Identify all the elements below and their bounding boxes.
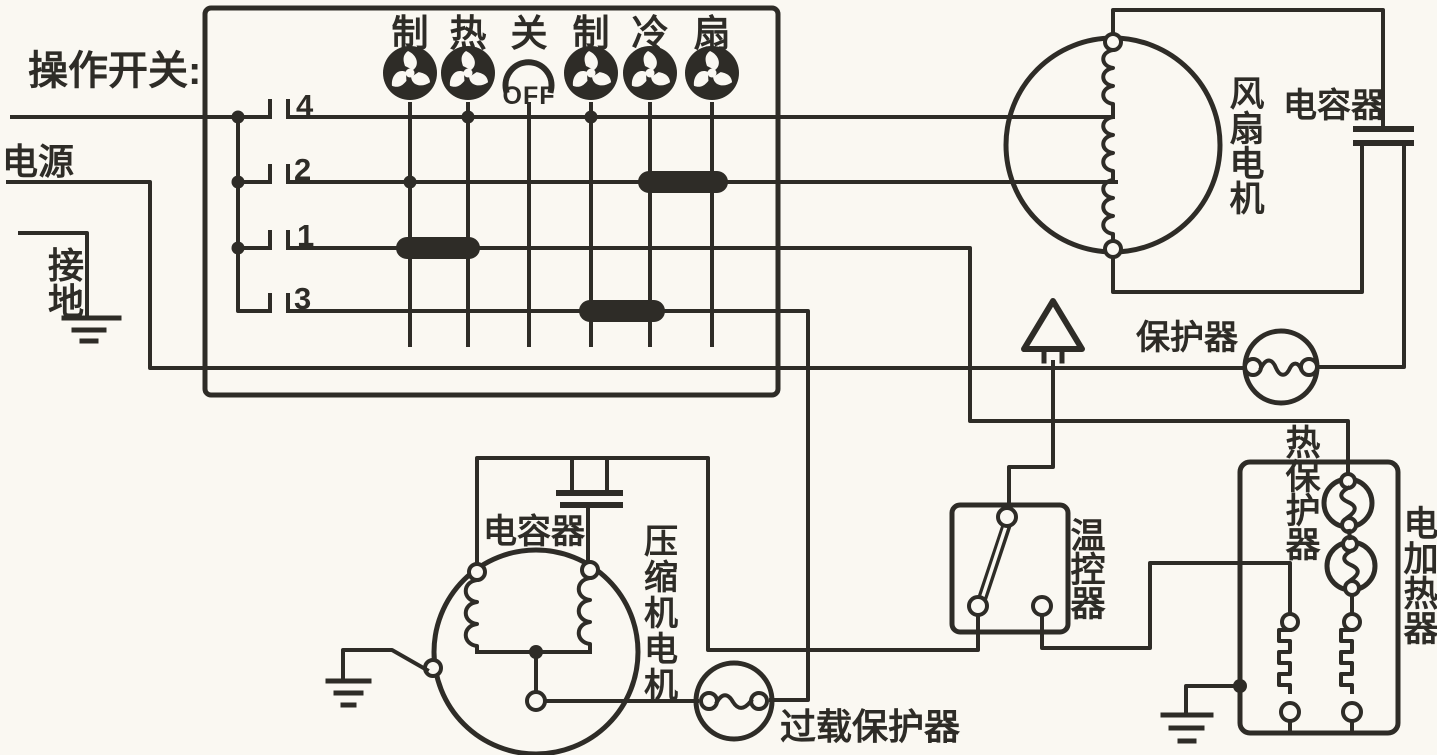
wire-fan-top-to-capacitor: [1111, 8, 1385, 131]
wire-compressor-ground: [341, 648, 430, 681]
thermal-protector-label: 热保护器: [1285, 424, 1321, 565]
fan-mode-icon: [441, 46, 495, 100]
capacitor-stubs: [570, 456, 609, 564]
fan-motor-label: 风扇电机: [1229, 75, 1264, 219]
contact-number-3: 3: [294, 281, 311, 316]
fan-motor-body: [1003, 35, 1223, 255]
element-terminal: [1280, 612, 1300, 632]
power-input: 操作开关: 电源 接地: [2, 49, 1247, 370]
connection-arrow-icon: [1021, 298, 1085, 352]
fan-capacitor-symbol: [1353, 126, 1414, 146]
element-terminal: [1279, 701, 1301, 723]
fan-motor-circuit: 风扇电机 电容器 保护器: [1003, 8, 1414, 406]
protector-terminal: [1299, 357, 1319, 377]
electric-heater-circuit: 热保护器 电加热器: [1160, 424, 1437, 744]
junction-dot: [231, 241, 245, 255]
contact-bar-row2: [638, 171, 728, 193]
thermostat-terminal-right: [1031, 595, 1053, 617]
wire-compressor-top: [475, 456, 980, 652]
wire-row1-to-heater: [286, 246, 1350, 481]
junction-dot: [403, 175, 417, 189]
heating-element: [1339, 628, 1354, 694]
compressor-terminal: [580, 560, 600, 580]
contact-bus: [236, 115, 272, 313]
fan-motor-terminal-bottom: [1103, 239, 1123, 259]
wire-earth-lead: [18, 231, 89, 319]
thermostat-lever-inner: [980, 521, 1009, 601]
protector-terminal: [1343, 579, 1361, 597]
wire-capacitor-to-protector: [1315, 141, 1406, 369]
junction-dot: [461, 110, 475, 124]
switch-matrix-columns: [408, 102, 714, 347]
thermostat-terminal-top: [996, 506, 1018, 528]
compressor-circuit: 电容器 压缩机电机 过载保护器: [325, 456, 980, 755]
compressor-terminal: [467, 562, 487, 582]
operation-switch-label: 操作开关:: [28, 49, 201, 93]
compressor-main-winding: [463, 577, 480, 654]
fan-capacitor-label: 电容器: [1283, 87, 1386, 125]
wire-row3-to-overload-protector: [286, 309, 810, 702]
element-terminal: [1341, 701, 1363, 723]
heater-enclosure: [1237, 459, 1401, 736]
compressor-capacitor-symbol: [556, 490, 623, 508]
earth-ground-symbol: [1160, 712, 1214, 744]
earth-ground-symbol: [61, 315, 122, 344]
operation-switch-panel: 制 热 关 制 冷 扇 OFF: [202, 5, 1350, 702]
junction-dot: [584, 110, 598, 124]
power-source-label: 电源: [2, 141, 74, 182]
off-arc-icon: [502, 59, 555, 94]
protector-element: [1258, 358, 1304, 377]
switch-contacts: [268, 99, 290, 313]
switch-panel-border: [202, 5, 781, 398]
overload-protector-label: 过载保护器: [780, 706, 961, 747]
protector-link: [1346, 528, 1353, 541]
compressor-capacitor-label: 电容器: [483, 513, 586, 551]
protector-terminal: [699, 691, 719, 711]
contact-bar-row1: [396, 237, 480, 259]
overload-protector-body: [693, 660, 775, 742]
wire-power-neutral: [6, 180, 1247, 370]
fan-protector-label: 保护器: [1136, 319, 1239, 357]
earth-ground-symbol: [325, 678, 372, 708]
thermostat-body: [949, 502, 1071, 635]
compressor-motor-body: [431, 547, 641, 755]
element-terminal: [1342, 612, 1362, 632]
compressor-motor-label: 压缩机电机: [644, 523, 678, 705]
heating-element: [1277, 628, 1292, 694]
fan-mode-icon: [685, 46, 739, 100]
earth-ground-label: 接地: [48, 245, 84, 322]
fan-mode-icon: [564, 46, 618, 100]
thermostat-label: 温控器: [1070, 517, 1106, 624]
contact-number-1: 1: [297, 218, 314, 253]
protector-element: [1342, 548, 1360, 583]
junction-dot: [529, 645, 543, 659]
wire-thermostat-to-heater: [1040, 561, 1292, 650]
contact-number-2: 2: [294, 152, 311, 187]
fan-motor-windings: [1101, 47, 1116, 241]
fan-mode-icon: [383, 46, 437, 100]
contact-bar-row3: [579, 300, 665, 322]
element-stubs: [1288, 719, 1354, 735]
compressor-start-winding: [576, 575, 593, 654]
junction-dot: [231, 175, 245, 189]
wire-heater-ground: [1184, 684, 1242, 715]
fan-mode-icon: [623, 46, 677, 100]
protector-element: [714, 693, 754, 710]
compressor-terminal-common: [525, 690, 547, 712]
mode-label-3: 关: [511, 13, 548, 54]
protector-element: [1339, 485, 1357, 520]
contact-number-4: 4: [296, 88, 314, 123]
fan-motor-terminal-top: [1103, 32, 1123, 52]
wire-fan-bottom-to-capacitor: [1111, 141, 1364, 294]
protector-terminal: [1243, 357, 1263, 377]
electric-heater-label: 电加热器: [1403, 505, 1437, 649]
thermostat-terminal-left: [967, 595, 989, 617]
wire-arrow-to-thermostat: [1007, 360, 1055, 510]
arrow-stem-outline: [1041, 346, 1065, 364]
